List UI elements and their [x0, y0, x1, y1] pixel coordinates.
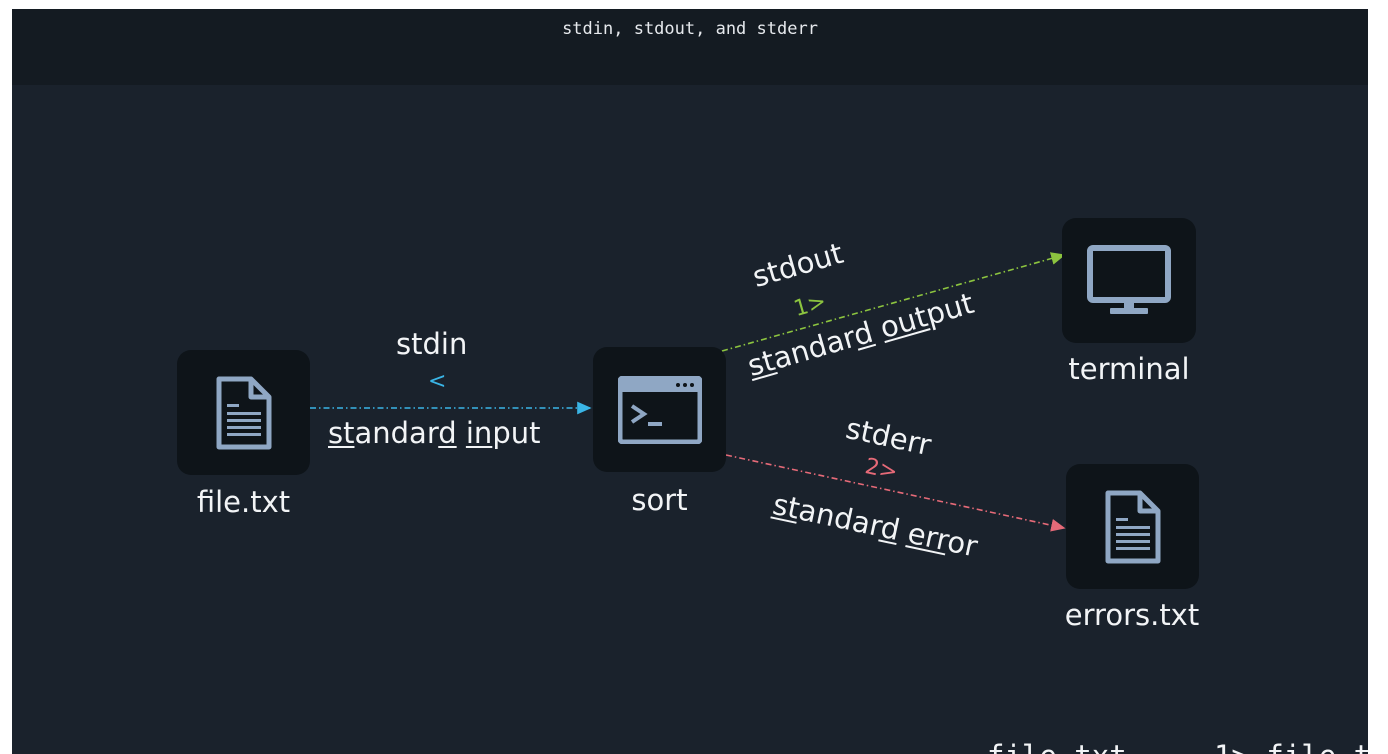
footer-command-text: file.txt ... 1> file.txt: [987, 739, 1368, 754]
connectors: [310, 252, 1066, 532]
stdin-stream-name: stdin: [396, 327, 468, 361]
errors-node[interactable]: [1066, 464, 1199, 589]
diagram-canvas: stdin, stdout, and stderr: [12, 9, 1368, 754]
sort-label: sort: [631, 483, 688, 517]
terminal-node[interactable]: [1062, 218, 1196, 343]
sort-node[interactable]: [593, 347, 726, 472]
stdin-description: standard input: [328, 416, 541, 450]
stdout-arrow: [721, 252, 1066, 352]
document-icon: [216, 376, 271, 449]
stdin-operator: <: [428, 369, 447, 394]
monitor-icon: [1087, 244, 1171, 314]
terminal-label: terminal: [1068, 352, 1190, 386]
file-node[interactable]: [177, 350, 310, 475]
errors-label: errors.txt: [1064, 598, 1200, 632]
diagram-title: stdin, stdout, and stderr: [562, 19, 818, 39]
document-icon: [1105, 490, 1160, 563]
terminal-window-icon: [617, 375, 702, 444]
file-label: file.txt: [196, 485, 291, 519]
title-bar: stdin, stdout, and stderr: [12, 9, 1368, 85]
stderr-arrow: [725, 454, 1066, 532]
